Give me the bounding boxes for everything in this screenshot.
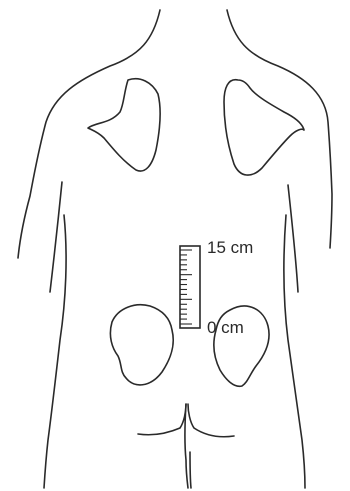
right-buttock-outline	[188, 404, 234, 437]
right-arm-outline	[288, 185, 298, 292]
left-buttock-outline	[138, 404, 186, 435]
right-neck-shoulder-outline	[227, 10, 332, 248]
left-neck-shoulder-outline	[18, 10, 160, 258]
ruler: 15 cm 0 cm	[180, 238, 253, 337]
left-arm-outline	[50, 182, 62, 292]
gluteal-cleft-right	[190, 452, 191, 488]
ruler-bottom-label: 0 cm	[207, 318, 244, 337]
right-scapula-outline	[224, 80, 304, 175]
ruler-top-label: 15 cm	[207, 238, 253, 257]
left-flank-outline	[44, 215, 66, 488]
gluteal-cleft	[185, 404, 188, 488]
left-pelvis-outline	[110, 305, 173, 385]
ruler-body	[180, 246, 200, 328]
left-scapula-outline	[88, 79, 160, 171]
torso-outline	[18, 10, 332, 488]
